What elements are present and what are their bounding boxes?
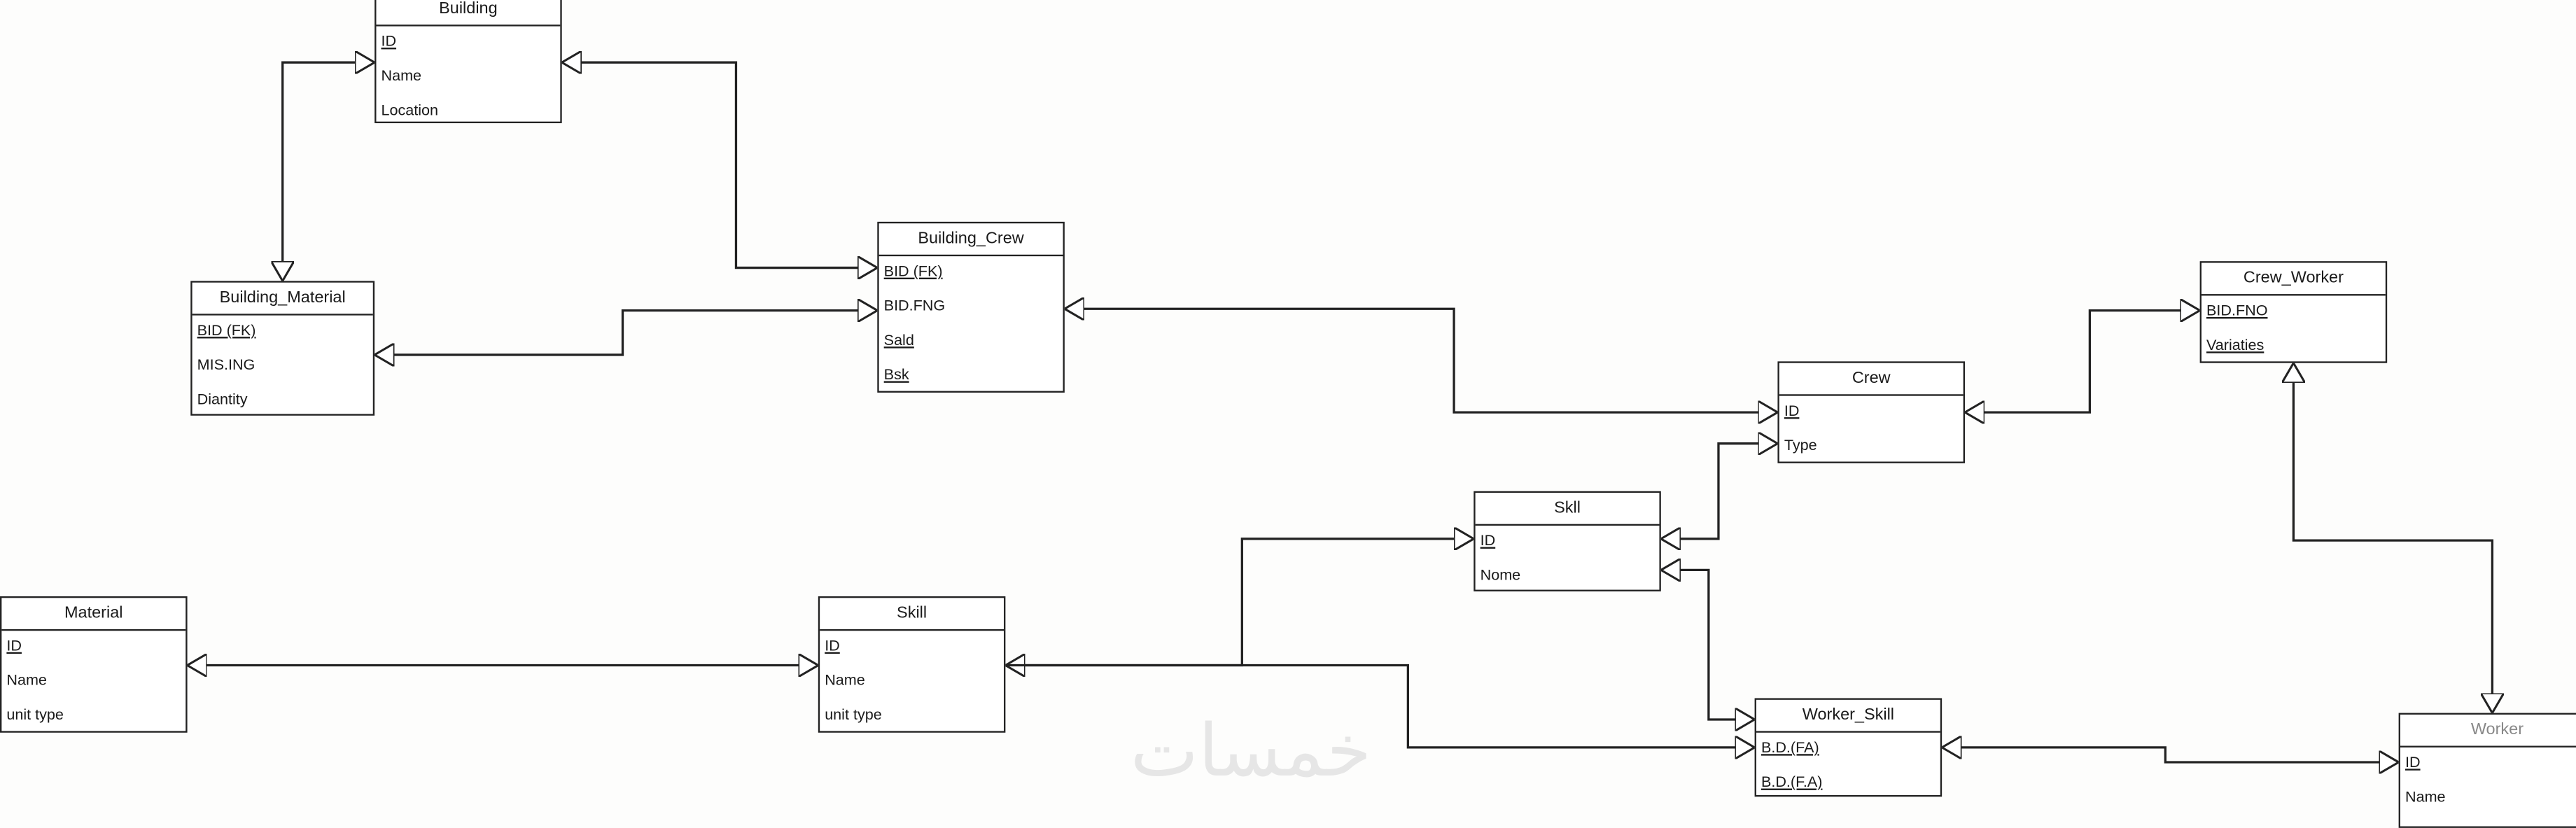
- field-row: BID (FK): [879, 256, 1063, 290]
- entity-title: Crew: [1779, 363, 1963, 396]
- entity-field: ID: [1480, 532, 1496, 549]
- entity-title: Building_Crew: [878, 223, 1063, 257]
- entity-title: Material: [1, 598, 186, 631]
- entity-field: Location: [381, 101, 439, 118]
- entity-field: BID (FK): [883, 262, 943, 279]
- entity-field: B.D.(F.A): [1760, 773, 1823, 790]
- field-row: Bsk: [879, 360, 1063, 394]
- rel-building-material-building-crew: [374, 311, 878, 355]
- entity-title: Building_Material: [192, 283, 373, 316]
- field-row: unit type: [1, 700, 186, 734]
- field-row: ID: [1, 631, 186, 665]
- entity-title: Skill: [820, 598, 1004, 631]
- field-row: Nome: [1476, 560, 1660, 594]
- field-row: ID: [1779, 396, 1963, 430]
- field-row: Variaties: [2202, 330, 2386, 365]
- entity-title: Building: [376, 0, 561, 27]
- entity-field: B.D.(FA): [1760, 739, 1819, 756]
- entity-field: Sald: [883, 332, 914, 349]
- rel-crew-crew-worker: [1965, 311, 2200, 413]
- field-row: Name: [820, 666, 1004, 700]
- entity-field: BID.FNG: [883, 297, 946, 314]
- rel-skll-worker-skill: [1660, 570, 1755, 720]
- rel-skill-skll: [1005, 539, 1474, 666]
- relationship-lines: [187, 0, 2576, 806]
- entity-title: Worker_Skill: [1756, 700, 1940, 733]
- field-row: unit type: [820, 700, 1004, 734]
- entity-field: Type: [1784, 437, 1817, 454]
- entity-field: Diantity: [197, 391, 248, 408]
- entity-field: Bsk: [883, 366, 909, 383]
- field-row: ID: [2400, 748, 2576, 782]
- field-row: Location: [376, 95, 560, 129]
- entity-field: unit type: [6, 706, 64, 723]
- entity-field: Nome: [1480, 566, 1521, 584]
- field-row: BID.FNG: [879, 290, 1063, 325]
- entity-field: unit type: [825, 706, 882, 723]
- rel-crew-worker-worker: [2293, 363, 2492, 713]
- field-row: Name: [376, 61, 560, 95]
- field-row: MIS.ING: [192, 350, 373, 384]
- entity-field: BID.FNO: [2206, 302, 2268, 319]
- field-row: Name: [1, 666, 186, 700]
- entity-field: ID: [825, 637, 840, 654]
- entity-field: Name: [2405, 788, 2446, 806]
- entity-field: MIS.ING: [197, 356, 255, 373]
- watermark-logo: خمسات: [1130, 709, 1372, 794]
- rel-skill-worker-skill: [1005, 664, 1755, 748]
- field-row: Type: [1779, 430, 1963, 465]
- rel-skll-crew: [1660, 444, 1778, 539]
- field-row: B.D.(FA): [1756, 733, 1940, 767]
- field-row: ID: [820, 631, 1004, 665]
- entity-field: BID (FK): [197, 322, 256, 339]
- entity-field: ID: [2405, 754, 2421, 771]
- field-row: BID (FK): [192, 316, 373, 350]
- entity-field: Name: [381, 67, 422, 84]
- rel-building-building-crew: [561, 62, 878, 267]
- entity-field: Variaties: [2206, 337, 2264, 353]
- entity-title: Crew_Worker: [2201, 263, 2386, 296]
- field-row: BID.FNO: [2202, 295, 2386, 330]
- rel-building-building-material: [283, 62, 375, 281]
- entity-field: Name: [6, 671, 47, 689]
- entity-field: ID: [381, 32, 397, 50]
- entity-title: Worker: [2400, 715, 2576, 748]
- entity-field: ID: [6, 637, 22, 654]
- field-row: B.D.(F.A): [1756, 767, 1940, 801]
- rel-building-crew-crew: [1064, 309, 1778, 412]
- entity-field: ID: [1784, 402, 1800, 419]
- rel-worker-skill-worker: [1942, 748, 2399, 762]
- field-row: Name: [2400, 782, 2576, 816]
- field-row: ID: [376, 27, 560, 61]
- field-row: Sald: [879, 325, 1063, 360]
- entity-title: Skll: [1475, 493, 1660, 526]
- entity-field: Name: [825, 671, 865, 689]
- field-row: Diantity: [192, 384, 373, 419]
- field-row: ID: [1476, 526, 1660, 560]
